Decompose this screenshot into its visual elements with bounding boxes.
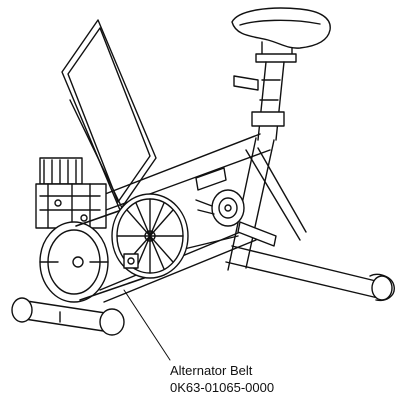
callout-part-number: 0K63-01065-0000 bbox=[170, 380, 275, 395]
tensioner bbox=[123, 167, 277, 269]
frame bbox=[99, 133, 395, 303]
crank-hub bbox=[195, 189, 245, 227]
callout-label: Alternator Belt bbox=[170, 363, 253, 378]
alternator-belt-callout: Alternator Belt 0K63-01065-0000 bbox=[170, 362, 360, 396]
console-panel bbox=[61, 19, 157, 213]
seat bbox=[231, 7, 331, 63]
alternator bbox=[35, 157, 107, 229]
callout-leader-line bbox=[123, 289, 171, 361]
small-flywheel bbox=[39, 221, 109, 303]
seat-post bbox=[233, 61, 285, 141]
front-stabilizer bbox=[11, 297, 125, 336]
